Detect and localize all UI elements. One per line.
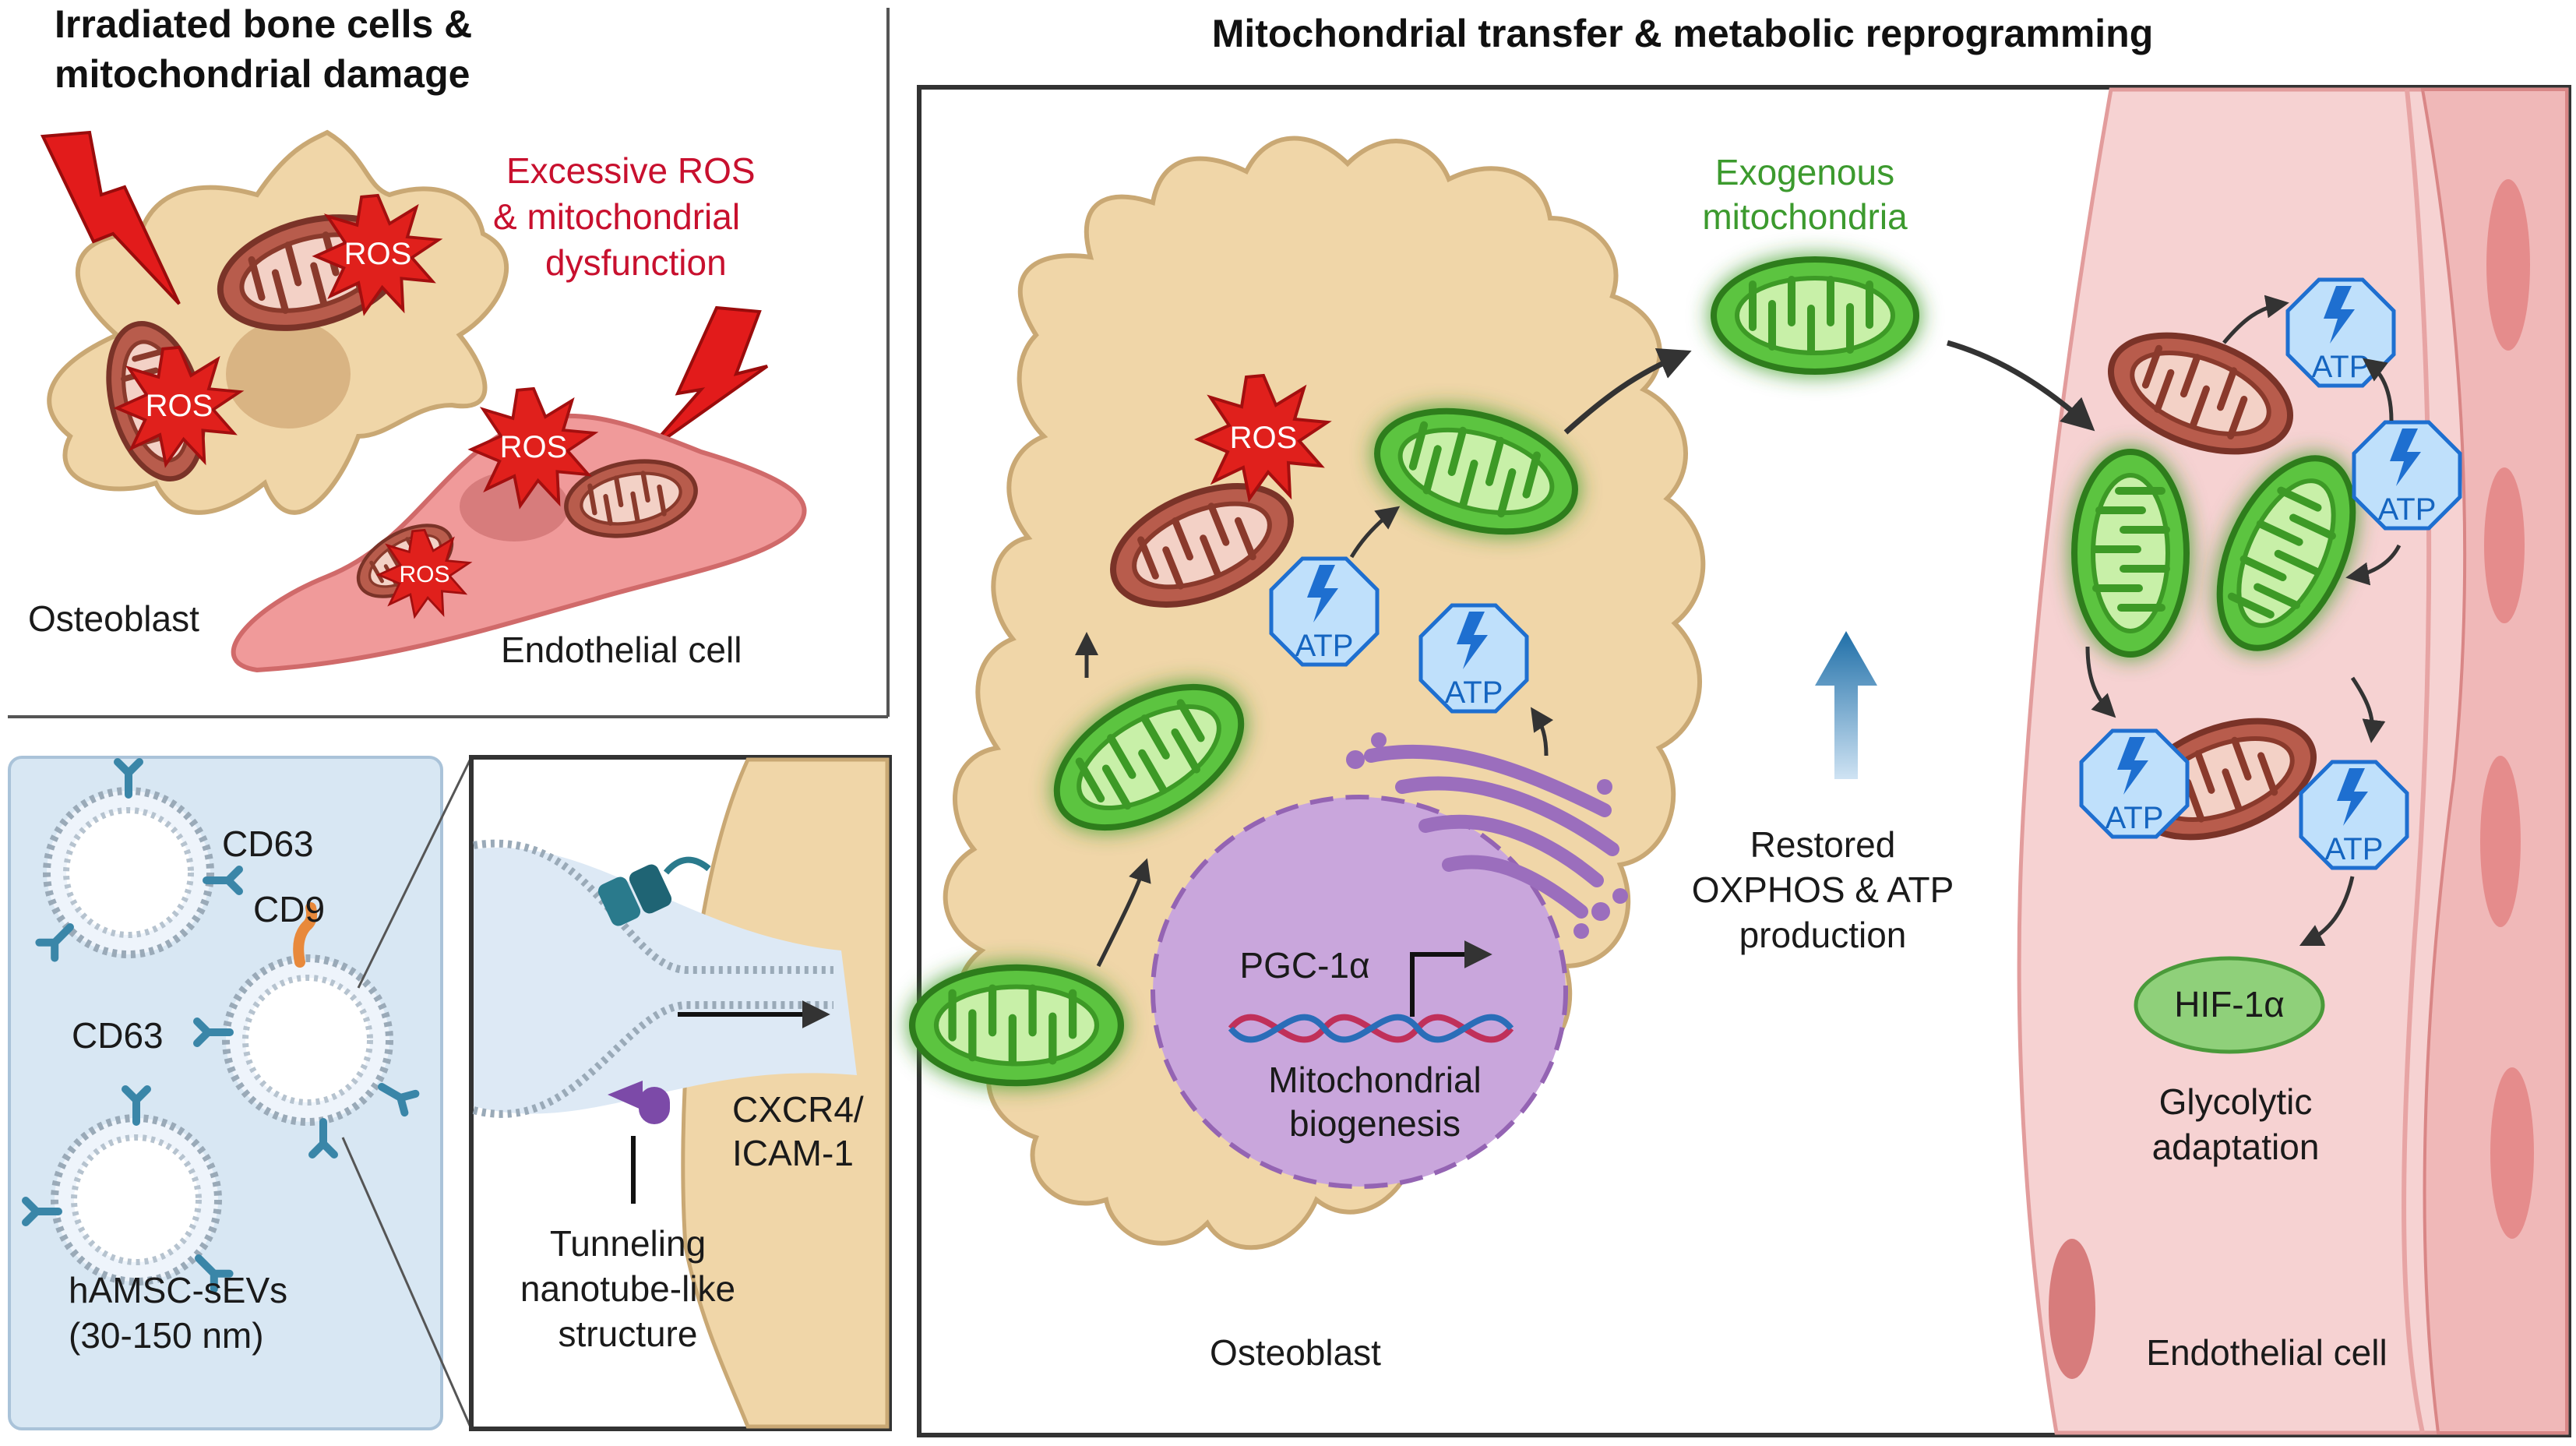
membrane-lower-edge [472,1001,833,1118]
flow-arrow-icon [1096,858,1151,968]
panel-a-title-line1: Irradiated bone cells & [55,2,472,46]
cd9-label: CD9 [253,889,325,929]
exogenous-label-line2: mitochondria [1702,196,1908,237]
endo-flow-arrows [2085,294,2402,947]
receptor-label-line1: CXCR4/ [732,1089,864,1130]
icam1-receptor-icon [608,1081,670,1124]
cd9-marker-icon [293,902,318,968]
ros-label-osteoblast: ROS [1230,421,1298,455]
ros-label-a3: ROS [500,430,568,464]
panel-a-title-line2: mitochondrial damage [55,52,470,96]
receptor-label-line2: ICAM-1 [732,1133,854,1173]
glycolytic-label-line2: adaptation [2152,1127,2320,1167]
cd63-label-2: CD63 [72,1015,164,1056]
sev-label-line2: (30-150 nm) [69,1315,264,1356]
atp-label: ATP [2106,801,2164,835]
atp-label: ATP [2325,832,2384,866]
restored-label-line2: OXPHOS & ATP [1692,869,1954,910]
restored-label-line3: production [1739,915,1907,955]
exogenous-label-line1: Exogenous [1715,152,1894,192]
glycolytic-label-line1: Glycolytic [2159,1081,2313,1122]
atp-label: ATP [2378,492,2437,527]
vessel-nucleus [2490,1067,2534,1239]
biogenesis-label-line2: biogenesis [1289,1103,1461,1144]
biogenesis-label-line1: Mitochondrial [1268,1060,1482,1100]
flow-arrow-icon [1349,506,1401,559]
vessel-nucleus [2486,179,2530,351]
restored-label-line1: Restored [1750,824,1896,865]
panel-b-sev-delivery: CD63 CD9 CD63 hAMSC-sEVs (30-150 nm) CXC… [8,755,892,1431]
panel-a-irradiated-cells: Irradiated bone cells & mitochondrial da… [8,2,890,718]
ros-label-a2: ROS [146,389,213,423]
ros-label-a4: ROS [399,562,449,587]
endothelial-nucleus [2049,1239,2095,1379]
lightning-bolt-icon [40,130,181,305]
exogenous-mitochondrion-entry [912,968,1121,1083]
tunnel-label-line1: Tunneling [550,1223,706,1264]
tunnel-label-line3: structure [559,1314,698,1354]
vessel-nucleus [2484,467,2525,623]
panel-a-endothelial-label: Endothelial cell [501,630,742,670]
cxcr4-receptor-icon [597,856,711,926]
vesicle-dots [1346,732,1628,939]
hif1a-label: HIF-1α [2174,984,2285,1025]
transcription-arrow-icon [1410,940,1492,1017]
flow-arrow-icon [1531,707,1554,757]
sev-label-line1: hAMSC-sEVs [69,1270,287,1310]
restored-up-arrow-icon [1815,631,1877,779]
membrane-upper-edge [473,839,833,974]
vessel-inner-wall [2402,89,2432,1434]
panel-c-osteoblast-label: Osteoblast [1210,1332,1381,1373]
pgc1a-label: PGC-1α [1239,945,1369,986]
green-mitochondrion-endo-left [2074,452,2187,654]
panel-a-osteoblast-label: Osteoblast [28,598,199,639]
excessive-ros-line1: Excessive ROS [506,150,756,191]
dna-strand [1228,1014,1514,1043]
vessel-nucleus [2480,756,2521,927]
import-arrow-icon [1947,340,2095,432]
atp-label: ATP [1295,629,1354,663]
zoom-line-top [357,757,473,989]
hif1a-badge [2134,956,2325,1054]
export-arrow-icon [1563,347,1692,435]
cd63-label-1: CD63 [222,824,314,864]
panel-c-title: Mitochondrial transfer & metabolic repro… [1212,12,2154,55]
endoplasmic-reticulum [1364,744,1619,919]
extracellular-vesicle-2 [197,902,415,1155]
osteoblast-nucleus [1151,795,1568,1189]
excessive-ros-line2: & mitochondrial [493,196,740,237]
vesicle-fusion-body [474,847,857,1114]
exogenous-mitochondrion [1714,259,1916,372]
zoom-line-bottom [341,1137,473,1430]
excessive-ros-line3: dysfunction [545,242,727,283]
panel-c-mito-transfer: Mitochondrial transfer & metabolic repro… [912,12,2571,1437]
atp-label: ATP [2312,350,2370,384]
panel-c-endothelial-label: Endothelial cell [2146,1332,2387,1373]
lightning-bolt-icon [645,305,769,453]
osteoblast-nucleus [226,319,351,429]
ros-label-a1: ROS [344,237,412,271]
atp-label: ATP [1445,675,1503,710]
tunnel-label-line2: nanotube-like [520,1268,735,1309]
